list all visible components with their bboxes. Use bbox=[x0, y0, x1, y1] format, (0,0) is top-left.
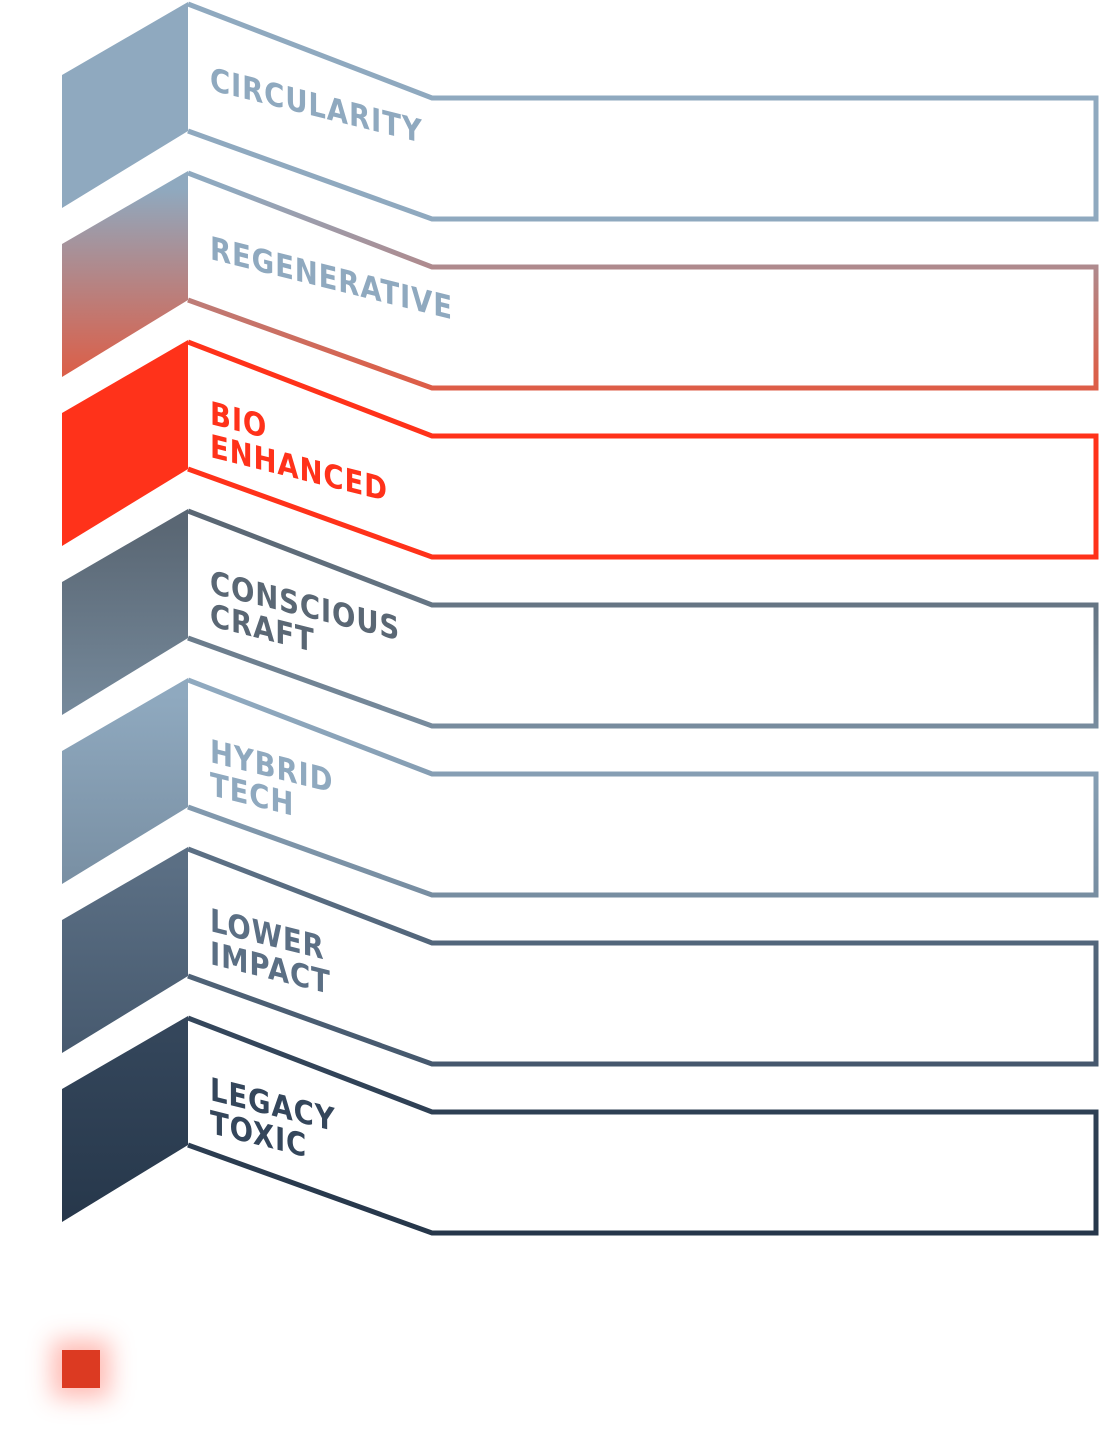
tier-side-face bbox=[62, 2, 188, 208]
tier-side-face bbox=[62, 847, 188, 1053]
tier-outline bbox=[187, 508, 1099, 729]
tier-side-face bbox=[62, 678, 188, 884]
tier-side-face bbox=[62, 509, 188, 715]
tier-label: BIOENHANCED bbox=[210, 395, 388, 509]
tier-label-line: ENHANCED bbox=[210, 428, 388, 509]
tier-side-face bbox=[62, 1016, 188, 1222]
legend-swatch bbox=[62, 1350, 100, 1388]
tier-legacy-toxic: LEGACYTOXIC bbox=[62, 1015, 1099, 1236]
tier-label: REGENERATIVE bbox=[210, 230, 453, 328]
tier-label: CIRCULARITY bbox=[210, 61, 423, 151]
tier-outline bbox=[187, 1015, 1099, 1236]
tier-outline bbox=[187, 677, 1099, 898]
tier-outline bbox=[187, 1, 1099, 222]
legend bbox=[62, 1350, 100, 1388]
tier-outline bbox=[187, 170, 1099, 391]
tier-bio-enhanced: BIOENHANCED bbox=[62, 339, 1099, 560]
tier-label: LOWERIMPACT bbox=[210, 902, 331, 1002]
tier-side-face bbox=[62, 171, 188, 377]
tier-label-line: REGENERATIVE bbox=[210, 230, 453, 328]
tier-outline bbox=[187, 846, 1099, 1067]
tier-label-line: CIRCULARITY bbox=[210, 61, 423, 151]
tier-outline bbox=[187, 339, 1099, 560]
tier-side-face bbox=[62, 340, 188, 546]
